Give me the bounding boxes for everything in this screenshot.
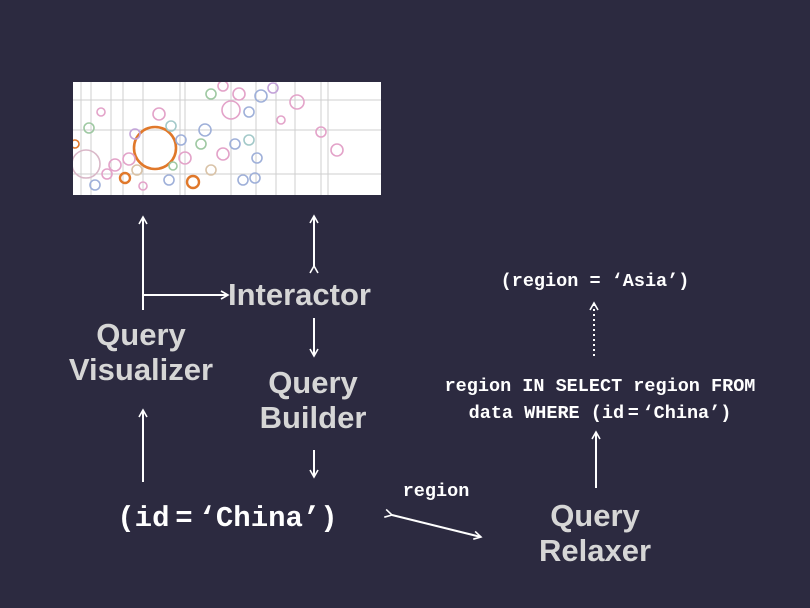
- query-builder-line2: Builder: [259, 399, 367, 435]
- interactor-node: Interactor: [228, 277, 371, 312]
- query-relaxer-node: Query Relaxer: [525, 498, 665, 568]
- query-visualizer-line1: Query: [96, 317, 186, 352]
- query-visualizer-line2: Visualizer: [68, 351, 214, 387]
- bubble-plot: [73, 82, 381, 195]
- query-relaxer-line1: Query: [550, 498, 640, 533]
- region-edge-label: region: [402, 481, 470, 502]
- predicate-relaxer-double-arrow: [384, 508, 483, 540]
- relaxed-query-line1: region IN SELECT region FROM: [444, 376, 756, 397]
- query-builder-line1: Query: [268, 365, 358, 400]
- relaxed-query: region IN SELECT region FROM data WHERE …: [418, 373, 782, 428]
- query-builder-node: Query Builder: [243, 365, 383, 435]
- query-visualizer-node: Query Visualizer: [56, 317, 226, 387]
- asia-predicate: (region = ‘Asia’): [500, 271, 690, 292]
- china-predicate: (id = ‘China’): [117, 502, 338, 535]
- query-relaxer-line2: Relaxer: [538, 532, 652, 568]
- visualization-thumbnail: [73, 82, 381, 195]
- relaxed-query-line2: data WHERE (id = ‘China’): [468, 403, 732, 425]
